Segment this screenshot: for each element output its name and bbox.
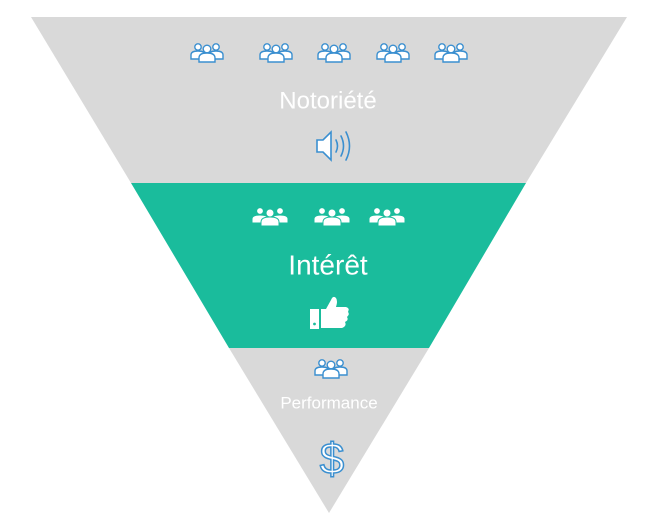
people-group-solid-icon [313,207,351,227]
funnel-band-middle [131,183,526,348]
stage-label-notoriete: Notoriété [279,87,376,114]
people-group-solid-icon [368,207,406,227]
dollar-sign-icon: $ [319,434,345,485]
funnel-band-top [31,17,627,183]
people-group-outline-icon [190,43,224,63]
funnel-stage-notoriete: Notoriété [31,17,627,183]
people-group-outline-icon [317,43,351,63]
people-group-outline-icon [259,43,293,63]
stage-label-interet: Intérêt [288,249,368,280]
svg-text:$: $ [320,435,344,484]
funnel-band-bottom [229,348,429,513]
stage-label-performance: Performance [280,393,377,412]
people-group-row-bottom [314,359,348,379]
funnel-stage-interet: Intérêt [131,183,526,348]
people-group-outline-icon [376,43,410,63]
people-group-outline-icon [314,359,348,379]
funnel-stage-performance: Performance $ [229,348,429,513]
people-group-outline-icon [434,43,468,63]
people-group-solid-icon [251,207,289,227]
speaker-sound-icon [316,130,351,162]
thumbs-up-icon [310,296,349,329]
